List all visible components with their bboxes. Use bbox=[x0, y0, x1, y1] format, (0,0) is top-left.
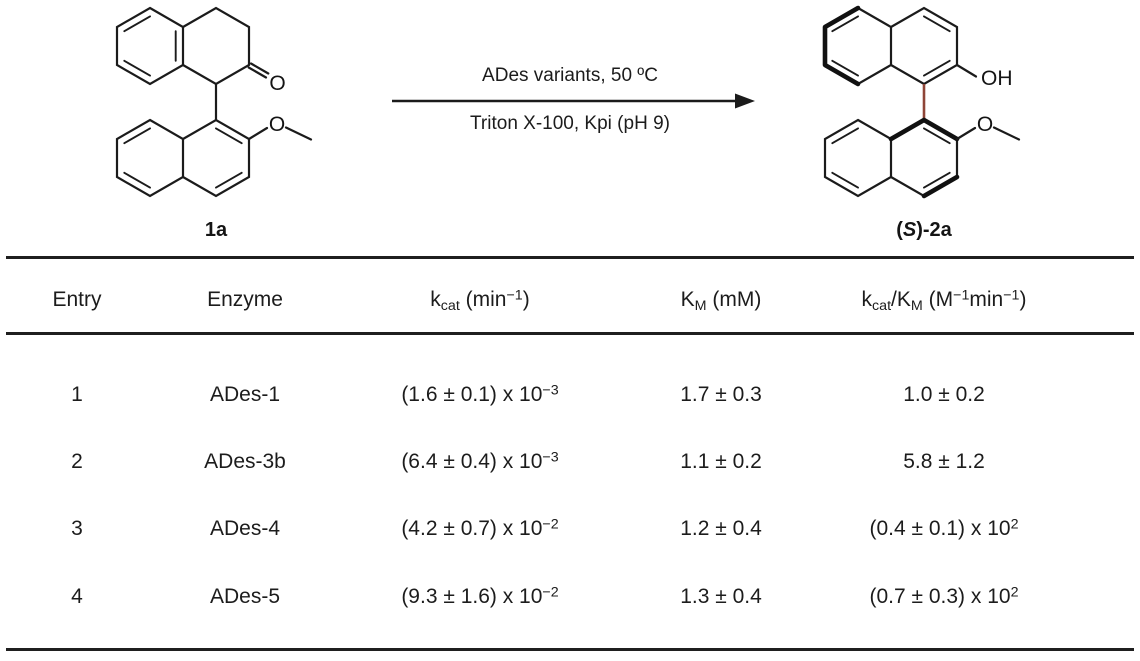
entry-cell: 4 bbox=[71, 585, 83, 608]
carbonyl-double-bond bbox=[247, 62, 270, 79]
ratio-unit-open: (M bbox=[922, 288, 954, 311]
km-cell: 1.7 ± 0.3 bbox=[680, 383, 762, 406]
kcat-value: (4.2 ± 0.7) x 10 bbox=[401, 517, 543, 540]
product-structure: OH O (S)-2a bbox=[822, 5, 1021, 241]
enzyme-cell: ADes-5 bbox=[209, 585, 281, 608]
product-top-bold-bonds bbox=[822, 5, 861, 87]
product-label: (S)-2a bbox=[896, 219, 952, 241]
enzyme-cell: ADes-1 bbox=[209, 383, 281, 406]
km-cell: 1.1 ± 0.2 bbox=[680, 450, 762, 473]
table-bottom-rule bbox=[6, 648, 1134, 651]
product-methoxy-c-o-bond bbox=[955, 126, 977, 141]
product-methoxy-methyl-bond bbox=[992, 126, 1021, 141]
table-header-row: Entry Enzyme kcat (min−1) KM (mM) kcat/K… bbox=[0, 286, 1070, 314]
enzyme-cell: ADes-4 bbox=[209, 517, 281, 540]
ratio-exponent: 2 bbox=[1010, 516, 1019, 533]
hydroxyl-c-o-bond bbox=[955, 63, 978, 78]
product-methoxy-oxygen-label: O bbox=[977, 113, 993, 136]
kcat-value: (9.3 ± 1.6) x 10 bbox=[401, 585, 543, 608]
substrate-methoxy-methyl-bond bbox=[284, 126, 313, 141]
entry-cell: 1 bbox=[71, 383, 83, 406]
header-kcat: kcat (min−1) bbox=[336, 286, 624, 314]
substrate-ketone-ring bbox=[181, 6, 251, 86]
ratio-exponent: 2 bbox=[1010, 584, 1019, 601]
km-unit: (mM) bbox=[706, 288, 762, 311]
substrate-benzo-double-bonds bbox=[123, 15, 177, 77]
km-symbol: K bbox=[680, 288, 695, 311]
kcat-exponent: −3 bbox=[542, 382, 559, 399]
reaction-scheme: O O 1a ADes variants, 50 ºC Triton X-100… bbox=[115, 5, 1021, 241]
kcat-exponent: −2 bbox=[542, 584, 559, 601]
substrate-methoxy-oxygen-label: O bbox=[269, 113, 285, 136]
ratio-exponent2: −1 bbox=[1003, 287, 1020, 304]
conditions-line2: Triton X-100, Kpi (pH 9) bbox=[470, 113, 670, 134]
kcat-exponent: −2 bbox=[542, 516, 559, 533]
km-subscript: M bbox=[694, 297, 707, 314]
ratio-value: 5.8 ± 1.2 bbox=[903, 450, 985, 473]
product-bottom-bold-bonds-top bbox=[888, 117, 960, 142]
substrate-structure: O O 1a bbox=[115, 6, 313, 241]
table-top-rule bbox=[6, 256, 1134, 259]
km-cell: 1.3 ± 0.4 bbox=[680, 585, 762, 608]
kcat-value: (6.4 ± 0.4) x 10 bbox=[401, 450, 543, 473]
product-top-naphthalene-right-ring bbox=[889, 6, 959, 86]
ratio-symbol1: k bbox=[861, 288, 873, 311]
ratio-unit-close: ) bbox=[1019, 288, 1027, 311]
substrate-naphthalene-right-ring bbox=[181, 118, 251, 198]
ratio-cell: (0.7 ± 0.3) x 102 bbox=[818, 583, 1070, 611]
kcat-cell: (6.4 ± 0.4) x 10−3 bbox=[336, 448, 624, 476]
substrate-benzo-ring bbox=[115, 6, 185, 86]
ratio-value: (0.4 ± 0.1) x 10 bbox=[869, 517, 1011, 540]
hydroxyl-label: OH bbox=[981, 67, 1013, 90]
enzyme-cell: ADes-3b bbox=[204, 450, 286, 473]
ratio-symbol2: /K bbox=[891, 288, 911, 311]
table-row: 3 ADes-4 (4.2 ± 0.7) x 10−2 1.2 ± 0.4 (0… bbox=[0, 515, 1070, 543]
ratio-cell: 1.0 ± 0.2 bbox=[818, 381, 1070, 409]
ratio-subscript1: cat bbox=[872, 297, 892, 314]
conditions-line1: ADes variants, 50 ºC bbox=[482, 65, 658, 86]
header-entry: Entry bbox=[52, 288, 102, 311]
product-top-naphthalene-double-bonds bbox=[831, 15, 951, 77]
table-row: 1 ADes-1 (1.6 ± 0.1) x 10−3 1.7 ± 0.3 1.… bbox=[0, 381, 1070, 409]
header-ratio: kcat/KM (M−1min−1) bbox=[818, 286, 1070, 314]
substrate-label: 1a bbox=[205, 219, 228, 241]
table-row: 2 ADes-3b (6.4 ± 0.4) x 10−3 1.1 ± 0.2 5… bbox=[0, 448, 1070, 476]
ratio-exponent1: −1 bbox=[953, 287, 970, 304]
kcat-cell: (4.2 ± 0.7) x 10−2 bbox=[336, 515, 624, 543]
ratio-subscript2: M bbox=[910, 297, 923, 314]
header-km: KM (mM) bbox=[624, 286, 818, 314]
table-header-rule bbox=[6, 332, 1134, 335]
kcat-exponent: −3 bbox=[542, 449, 559, 466]
km-cell: 1.2 ± 0.4 bbox=[680, 517, 762, 540]
substrate-methoxy-c-o-bond bbox=[247, 126, 269, 141]
kcat-cell: (9.3 ± 1.6) x 10−2 bbox=[336, 583, 624, 611]
kcat-unit-open: (min bbox=[459, 288, 507, 311]
kcat-cell: (1.6 ± 0.1) x 10−3 bbox=[336, 381, 624, 409]
product-bottom-naphthalene-double-bonds bbox=[831, 127, 951, 189]
product-bottom-bold-bonds-lower bbox=[921, 174, 960, 199]
carbonyl-oxygen-label: O bbox=[269, 72, 285, 95]
reaction-conditions: ADes variants, 50 ºC Triton X-100, Kpi (… bbox=[392, 65, 755, 134]
product-bottom-naphthalene-left-ring bbox=[823, 118, 893, 198]
ratio-unit-mid: min bbox=[969, 288, 1004, 311]
kcat-unit-exponent: −1 bbox=[506, 287, 523, 304]
kcat-unit-close: ) bbox=[522, 288, 530, 311]
substrate-naphthalene-double-bonds bbox=[123, 127, 243, 189]
substrate-naphthalene-left-ring bbox=[115, 118, 185, 198]
kcat-subscript: cat bbox=[440, 297, 460, 314]
entry-cell: 3 bbox=[71, 517, 83, 540]
ratio-cell: 5.8 ± 1.2 bbox=[818, 448, 1070, 476]
kcat-value: (1.6 ± 0.1) x 10 bbox=[401, 383, 543, 406]
table-row: 4 ADes-5 (9.3 ± 1.6) x 10−2 1.3 ± 0.4 (0… bbox=[0, 583, 1070, 611]
kcat-symbol: k bbox=[430, 288, 441, 311]
reaction-arrow-head bbox=[735, 93, 755, 109]
ratio-value: (0.7 ± 0.3) x 10 bbox=[869, 585, 1011, 608]
entry-cell: 2 bbox=[71, 450, 83, 473]
ratio-value: 1.0 ± 0.2 bbox=[903, 383, 985, 406]
ratio-cell: (0.4 ± 0.1) x 102 bbox=[818, 515, 1070, 543]
header-enzyme: Enzyme bbox=[207, 288, 283, 311]
